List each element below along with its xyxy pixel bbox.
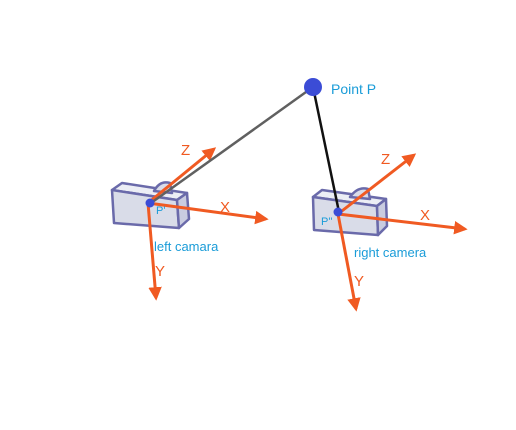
right-camera-icon: [311, 187, 389, 237]
right-camera: Z X Y P'' right camera: [311, 151, 468, 312]
right-axis-y-label: Y: [354, 273, 364, 290]
left-camera: Z X Y P' left camara: [110, 142, 269, 301]
left-projection-point: [145, 198, 155, 208]
right-camera-side-face: [375, 197, 389, 237]
point-p-marker: [304, 78, 322, 96]
left-axis-z-label: Z: [181, 142, 190, 159]
point-p-label: Point P: [331, 81, 376, 97]
right-axis-x: [337, 212, 468, 235]
right-ray: [311, 86, 341, 213]
right-axis-y: [336, 213, 361, 312]
right-axis-z-label: Z: [381, 151, 390, 168]
right-axis-x-label: X: [420, 207, 430, 224]
right-projection-label: P'': [321, 216, 333, 228]
left-axis-x-label: X: [220, 199, 230, 216]
right-projection-point: [333, 207, 343, 217]
left-axis-x: [147, 201, 269, 225]
right-axis-z: [337, 153, 417, 216]
left-camera-label: left camara: [154, 239, 219, 254]
left-axis-y: [146, 202, 162, 301]
left-axis-y-label: Y: [155, 263, 165, 280]
left-projection-label: P': [156, 205, 165, 217]
left-axis-z: [147, 147, 217, 205]
left-ray: [150, 85, 314, 205]
right-camera-label: right camera: [354, 245, 427, 260]
left-camera-side-face: [175, 191, 191, 230]
